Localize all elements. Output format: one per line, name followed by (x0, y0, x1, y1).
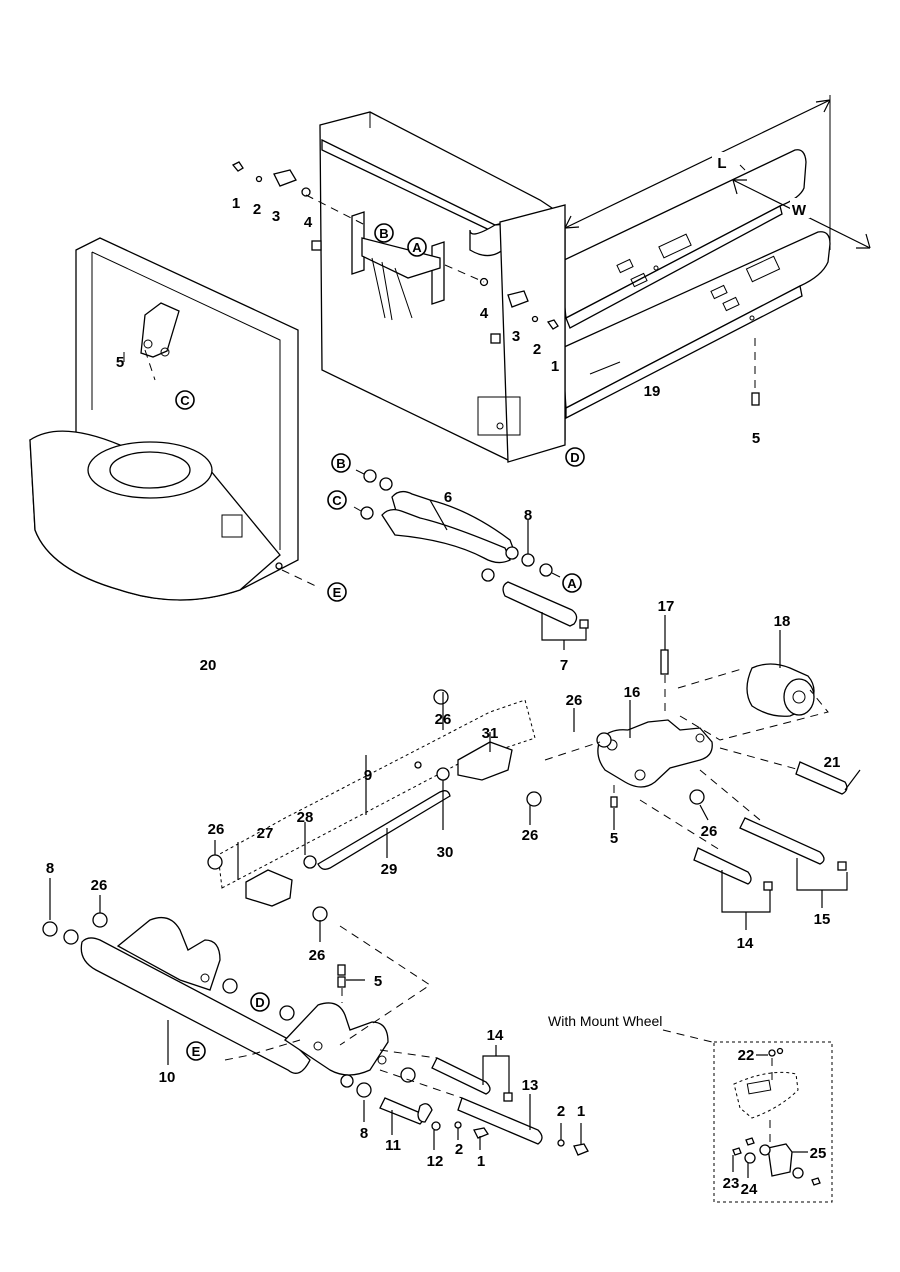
push-rod-assembly-9 (207, 689, 542, 942)
lower-pins (340, 1045, 589, 1156)
fastener-set-right (444, 264, 559, 330)
fastener-set-left (231, 161, 366, 226)
reference-markers: B A C D B C A E D E (175, 223, 585, 1061)
inset-caption: With Mount Wheel (548, 1013, 662, 1029)
callout-14: 14 (487, 1027, 504, 1044)
ref-marker-b-upper: B (374, 223, 394, 243)
main-housing-20 (29, 237, 321, 601)
ref-marker-a-arm: A (562, 573, 582, 593)
svg-text:A: A (412, 240, 422, 255)
svg-text:A: A (567, 576, 577, 591)
svg-text:B: B (336, 456, 345, 471)
svg-text:D: D (570, 450, 579, 465)
callout-2: 2 (455, 1141, 463, 1158)
callout-26: 26 (701, 823, 718, 840)
callout-18: 18 (774, 613, 791, 630)
link-arm-6 (353, 469, 589, 650)
dimension-width-label: W (792, 202, 807, 219)
ref-marker-a-upper: A (407, 237, 427, 257)
lift-link-10 (42, 878, 431, 1076)
callout-3: 3 (512, 328, 520, 345)
callout-3: 3 (272, 208, 280, 225)
svg-text:C: C (180, 393, 190, 408)
callout-8: 8 (524, 507, 532, 524)
callout-6: 6 (444, 489, 452, 506)
callout-1: 1 (232, 195, 240, 212)
callout-26: 26 (91, 877, 108, 894)
callout-12: 12 (427, 1153, 444, 1170)
svg-text:B: B (379, 226, 388, 241)
callout-8: 8 (46, 860, 54, 877)
callout-10: 10 (159, 1069, 176, 1086)
svg-text:E: E (333, 585, 342, 600)
callout-23: 23 (723, 1175, 740, 1192)
callout-31: 31 (482, 725, 499, 742)
callout-11: 11 (385, 1137, 401, 1154)
callout-15: 15 (814, 911, 831, 928)
callout-2: 2 (533, 341, 541, 358)
callout-22: 22 (738, 1047, 755, 1064)
ref-marker-d-upper: D (565, 447, 585, 467)
callout-1: 1 (577, 1103, 585, 1120)
fork-frame-19 (231, 111, 831, 463)
svg-text:C: C (332, 493, 342, 508)
callout-2: 2 (253, 201, 261, 218)
callout-5: 5 (116, 354, 124, 371)
callout-2: 2 (557, 1103, 565, 1120)
callout-9: 9 (364, 767, 372, 784)
callout-5: 5 (610, 830, 618, 847)
callout-4: 4 (304, 214, 313, 231)
callout-21: 21 (824, 754, 841, 771)
callout-16: 16 (624, 684, 641, 701)
callout-20: 20 (200, 657, 217, 674)
callout-26: 26 (208, 821, 225, 838)
svg-text:E: E (192, 1044, 201, 1059)
callout-14: 14 (737, 935, 754, 952)
ref-marker-d-link: D (250, 992, 270, 1012)
callout-19: 19 (644, 383, 661, 400)
callout-17: 17 (658, 598, 675, 615)
mount-wheel-inset: With Mount Wheel (548, 1013, 833, 1203)
part-callouts: 1 2 3 4 4 3 2 1 5 19 5 20 6 8 7 17 18 16… (46, 195, 841, 1198)
svg-text:D: D (255, 995, 264, 1010)
callout-1: 1 (551, 358, 559, 375)
callout-1: 1 (477, 1153, 485, 1170)
callout-5: 5 (752, 430, 760, 447)
callout-26: 26 (435, 711, 452, 728)
dimension-length-label: L (717, 155, 726, 172)
callout-8: 8 (360, 1125, 368, 1142)
callout-13: 13 (522, 1077, 539, 1094)
ref-marker-e-link: E (186, 1041, 206, 1061)
callout-29: 29 (381, 861, 398, 878)
callout-28: 28 (297, 809, 314, 826)
load-wheel-assembly (544, 615, 861, 930)
ref-marker-c-housing: C (175, 390, 195, 410)
dimension-lines: L W (564, 95, 871, 250)
callout-25: 25 (810, 1145, 827, 1162)
callout-26: 26 (309, 947, 326, 964)
callout-7: 7 (560, 657, 568, 674)
callout-27: 27 (257, 825, 274, 842)
callout-26: 26 (566, 692, 583, 709)
callout-30: 30 (437, 844, 454, 861)
ref-marker-e-housing: E (327, 582, 347, 602)
ref-marker-b-arm: B (331, 453, 351, 473)
callout-24: 24 (741, 1181, 758, 1198)
callout-5: 5 (374, 973, 382, 990)
callout-26: 26 (522, 827, 539, 844)
ref-marker-c-arm: C (327, 490, 347, 510)
callout-4: 4 (480, 305, 489, 322)
